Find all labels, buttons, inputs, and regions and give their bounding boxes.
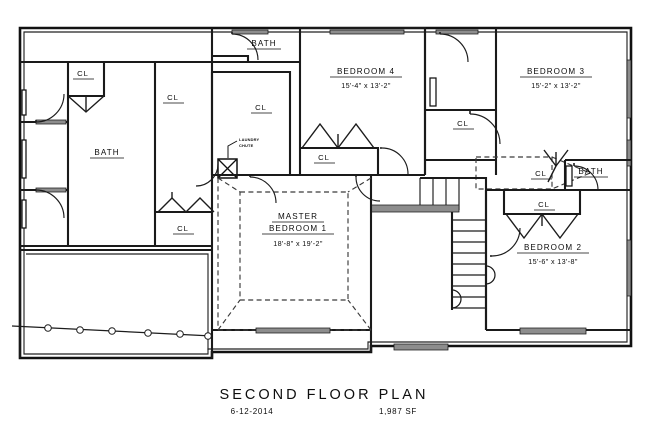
bath-hall-top-label: BATH — [251, 39, 276, 48]
bedroom-3-dimensions: 15'-2" x 13'-2" — [531, 81, 581, 90]
title-block: SECOND FLOOR PLAN 6-12-2014 1,987 SF — [220, 387, 429, 416]
bedroom-2-label: BEDROOM 2 — [524, 243, 582, 252]
closet-hall-upper-label: CL — [255, 103, 267, 112]
laundry-chute-label-line1: LAUNDRY — [239, 137, 259, 142]
closet-top-left-label: CL — [77, 69, 89, 78]
bath-master-label: BATH — [94, 148, 119, 157]
lower-floor-band — [393, 327, 587, 351]
hall-bath-top — [212, 28, 302, 175]
closet-bedroom-2-label: CL — [538, 200, 550, 209]
closet-labels: CL CL CL CL CL CL CL CL — [73, 69, 555, 235]
room-labels: BEDROOM 4 15'-4" x 13'-2" BEDROOM 3 15'-… — [262, 67, 592, 266]
bedroom-2-dimensions: 15'-6" x 13'-8" — [528, 257, 578, 266]
plan-date: 6-12-2014 — [231, 407, 274, 416]
closet-master-walk-label: CL — [167, 93, 179, 102]
closet-master-lower-label: CL — [177, 224, 189, 233]
bedroom-4-dimensions: 15'-4" x 13'-2" — [341, 81, 391, 90]
master-bedroom-zone — [195, 163, 381, 352]
lower-left-room — [11, 248, 213, 358]
master-bedroom-dimensions: 18'-8" x 19'-2" — [273, 239, 323, 248]
right-bath-zone — [563, 158, 631, 191]
closet-bedroom-4-label: CL — [318, 153, 330, 162]
master-bedroom-label-line2: BEDROOM 1 — [269, 224, 327, 233]
bedroom-3-label: BEDROOM 3 — [527, 67, 585, 76]
closet-upper-right-label: CL — [535, 169, 547, 178]
master-bath-zone — [20, 28, 214, 358]
closet-bedroom-3-label: CL — [457, 119, 469, 128]
laundry-chute-label-line2: CHUTE — [239, 143, 254, 148]
master-bedroom-label-line1: MASTER — [278, 212, 318, 221]
bath-labels: BATH BATH BATH — [90, 39, 608, 178]
bath-right-label: BATH — [578, 167, 603, 176]
plan-area: 1,987 SF — [379, 407, 417, 416]
bedroom-4-label: BEDROOM 4 — [337, 67, 395, 76]
bedroom-3-zone — [423, 28, 632, 175]
master-closet-lower — [155, 192, 215, 214]
plan-title: SECOND FLOOR PLAN — [220, 387, 429, 403]
